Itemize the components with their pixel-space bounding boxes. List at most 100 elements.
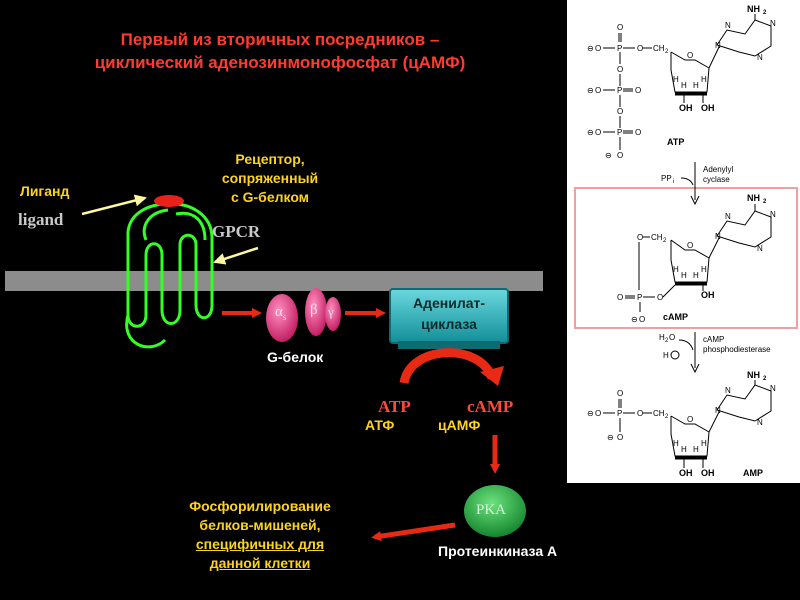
g-gamma-label: γ	[328, 304, 334, 319]
signaling-diagram	[5, 194, 543, 542]
svg-text:O: O	[657, 293, 663, 302]
g-beta-subunit	[305, 288, 327, 336]
svg-text:N: N	[770, 19, 776, 28]
svg-text:⊖: ⊖	[587, 128, 594, 137]
svg-text:O: O	[617, 433, 623, 442]
g-alpha-label: αs	[275, 304, 287, 322]
phosphorylation-label: Фосфорилирование белков-мишеней, специфи…	[160, 497, 360, 573]
cell-membrane	[5, 271, 543, 291]
svg-text:i: i	[673, 179, 674, 185]
svg-text:O: O	[639, 315, 645, 324]
pka-label: Протеинкиназа А	[438, 543, 558, 559]
svg-text:2: 2	[763, 10, 767, 16]
svg-text:N: N	[757, 53, 763, 62]
svg-text:H: H	[693, 445, 699, 454]
gprotein-label: G-белок	[267, 349, 324, 365]
camp-label-ru: цАМФ	[438, 417, 481, 433]
atp-label-en: ATP	[378, 397, 411, 416]
svg-text:O: O	[687, 415, 693, 424]
svg-text:H: H	[681, 81, 687, 90]
svg-text:CH: CH	[653, 44, 665, 53]
svg-text:O: O	[637, 44, 643, 53]
title-line-2: циклический аденозинмонофосфат (цАМФ)	[94, 53, 466, 72]
svg-text:N: N	[715, 41, 721, 50]
svg-text:H: H	[693, 271, 699, 280]
svg-text:N: N	[757, 418, 763, 427]
svg-text:P: P	[617, 86, 622, 95]
svg-text:2: 2	[665, 49, 669, 55]
svg-text:O: O	[595, 86, 601, 95]
svg-text:H: H	[701, 75, 707, 84]
camp-label-en: cAMP	[467, 397, 514, 416]
svg-text:⊖: ⊖	[587, 409, 594, 418]
ligand-label-ru: Лиганд	[20, 183, 70, 199]
svg-text:⊖: ⊖	[607, 433, 614, 442]
pka-sphere	[464, 485, 526, 537]
ligand-molecule	[154, 195, 184, 207]
ligand-label-en: ligand	[18, 210, 64, 229]
svg-text:O: O	[635, 128, 641, 137]
svg-text:2: 2	[763, 376, 767, 382]
svg-text:Adenylyl: Adenylyl	[703, 165, 733, 174]
svg-text:H: H	[673, 265, 679, 274]
svg-text:P: P	[617, 409, 622, 418]
receptor-label-line-1: Рецептор,	[235, 151, 305, 167]
svg-text:H: H	[701, 265, 707, 274]
svg-text:H: H	[673, 439, 679, 448]
svg-text:O: O	[617, 293, 623, 302]
receptor-label: Рецептор, сопряженный с G-белком	[195, 150, 345, 207]
svg-text:N: N	[770, 384, 776, 393]
svg-text:2: 2	[665, 414, 669, 420]
svg-text:H: H	[693, 81, 699, 90]
pka-abbr: PKA	[476, 502, 507, 518]
svg-text:cAMP: cAMP	[663, 312, 688, 322]
svg-text:OH: OH	[701, 103, 715, 113]
svg-text:⊖: ⊖	[587, 44, 594, 53]
svg-text:N: N	[715, 406, 721, 415]
title-line-1: Первый из вторичных посредников –	[120, 30, 440, 49]
svg-text:NH: NH	[747, 370, 760, 380]
svg-text:O: O	[687, 241, 693, 250]
svg-text:CH: CH	[653, 409, 665, 418]
svg-text:cyclase: cyclase	[703, 175, 730, 184]
ligand-pointer-arrow	[81, 194, 147, 216]
svg-text:N: N	[725, 386, 731, 395]
svg-text:H: H	[701, 439, 707, 448]
svg-text:2: 2	[763, 199, 767, 205]
pka-to-phosphorylation-arrow	[371, 522, 456, 542]
atp-camp-reaction-arrow	[399, 348, 497, 385]
g-alpha-subunit	[266, 294, 298, 342]
svg-text:OH: OH	[701, 290, 715, 300]
svg-text:OH: OH	[679, 468, 693, 478]
receptor-label-line-3: с G-белком	[230, 189, 310, 205]
g-gamma-subunit	[325, 297, 341, 331]
svg-text:cAMP: cAMP	[703, 335, 724, 344]
slide-title: Первый из вторичных посредников – циклич…	[30, 28, 530, 74]
gpcr-label: GPCR	[212, 222, 261, 241]
svg-text:O: O	[617, 107, 623, 116]
svg-text:⊖: ⊖	[631, 315, 638, 324]
adenylate-cyclase-line-2: циклаза	[421, 316, 477, 332]
svg-text:O: O	[595, 44, 601, 53]
svg-text:O: O	[637, 233, 643, 242]
svg-text:H: H	[681, 271, 687, 280]
svg-text:OH: OH	[679, 103, 693, 113]
svg-text:O: O	[617, 23, 623, 32]
svg-text:O: O	[617, 65, 623, 74]
svg-text:⊖: ⊖	[605, 151, 612, 160]
svg-text:⊖: ⊖	[587, 86, 594, 95]
svg-text:N: N	[725, 212, 731, 221]
svg-text:2: 2	[663, 238, 667, 244]
svg-text:2: 2	[665, 338, 669, 344]
svg-text:O: O	[637, 409, 643, 418]
svg-text:H: H	[673, 75, 679, 84]
svg-text:O: O	[669, 333, 675, 342]
svg-text:N: N	[715, 232, 721, 241]
camp-highlight-box	[574, 187, 798, 329]
atp-label-ru: АТФ	[365, 417, 395, 433]
phosphorylation-line-3: специфичных для	[195, 536, 325, 552]
receptor-label-line-2: сопряженный	[221, 170, 319, 186]
svg-text:NH: NH	[747, 193, 760, 203]
